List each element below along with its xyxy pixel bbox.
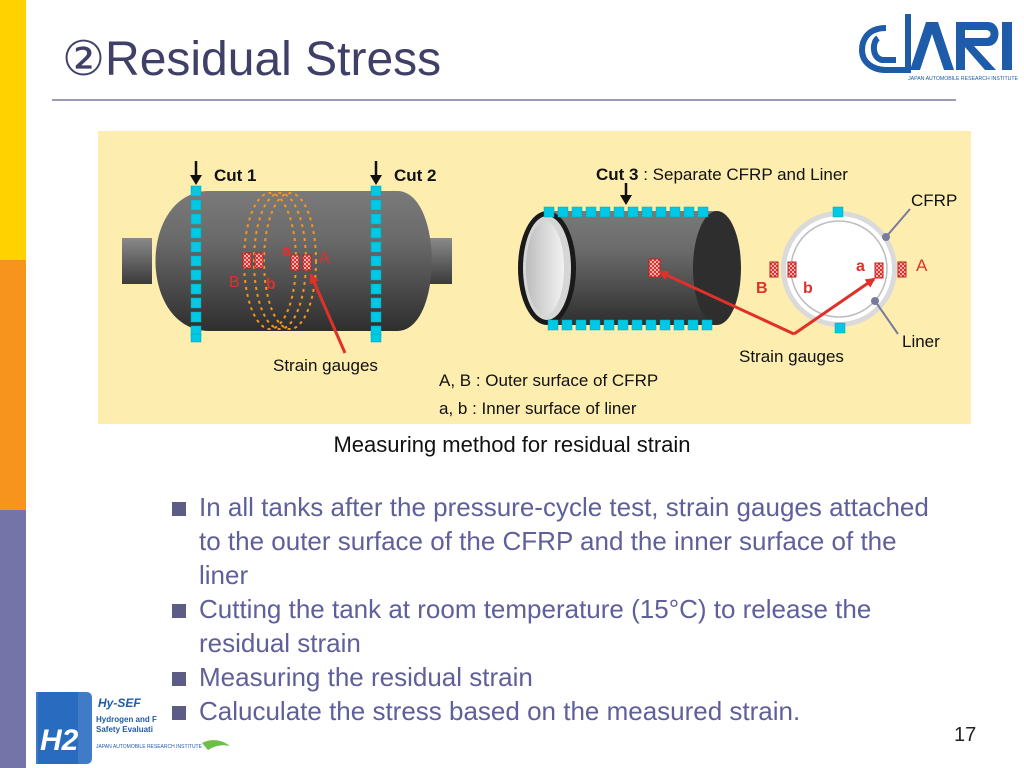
label-A-right: A — [916, 256, 928, 275]
gauge-a-right — [874, 262, 884, 279]
liner-label: Liner — [902, 332, 940, 351]
legend-outer-surface: A, B : Outer surface of CFRP — [439, 371, 658, 390]
cut3-arrow-icon — [620, 183, 632, 205]
bullet-item: Cutting the tank at room temperature (15… — [170, 592, 930, 660]
gauge-A-right — [897, 261, 907, 278]
cfrp-pointer — [885, 208, 911, 238]
bullet-text: Caluculate the stress based on the measu… — [199, 696, 801, 726]
liner-pointer — [874, 300, 899, 335]
strain-gauge-pointer-left — [309, 273, 347, 354]
cut3-title: Cut 3 — [596, 165, 639, 184]
slide-title: ②Residual Stress — [62, 30, 441, 90]
strain-gauges-label-left: Strain gauges — [273, 356, 378, 375]
segment-tick-marks-top — [543, 206, 709, 218]
label-a-left: a — [282, 243, 291, 260]
segment-tick-marks-bottom — [547, 319, 713, 331]
full-tank-illustration — [122, 191, 452, 331]
liner-pointer-dot — [871, 297, 879, 305]
cfrp-label: CFRP — [911, 191, 957, 210]
tank-cross-section — [781, 206, 897, 334]
cut2-label: Cut 2 — [394, 166, 437, 185]
left-bar-purple — [0, 510, 26, 768]
jari-logo: JAPAN AUTOMOBILE RESEARCH INSTITUTE — [858, 14, 1019, 82]
logo-tagline: JAPAN AUTOMOBILE RESEARCH INSTITUTE — [908, 76, 1018, 82]
left-bar-orange — [0, 260, 26, 510]
label-B-right: B — [756, 280, 768, 297]
gauge-segment — [648, 258, 661, 278]
cut1-arrow-icon — [190, 161, 202, 185]
cut1-label: Cut 1 — [214, 166, 257, 185]
bullet-square-icon — [172, 706, 186, 720]
cut2-arrow-icon — [370, 161, 382, 185]
left-color-bar — [0, 0, 26, 768]
label-a-right: a — [856, 258, 865, 275]
gauge-A-left — [302, 254, 312, 271]
cut3-description: : Separate CFRP and Liner — [639, 165, 849, 184]
cut1-line — [190, 185, 202, 343]
strain-gauge-pointer-cross-section — [793, 277, 876, 336]
legend-inner-surface: a, b : Inner surface of liner — [439, 399, 637, 418]
label-b-left: b — [266, 276, 276, 293]
badge-line2: Safety Evaluati — [96, 725, 153, 734]
gauge-b-left — [254, 252, 264, 269]
bullet-item: In all tanks after the pressure-cycle te… — [170, 490, 930, 592]
gauge-a-left — [290, 254, 300, 271]
badge-name: Hy-SEF — [98, 696, 141, 710]
strain-gauge-pointer-segment — [658, 270, 795, 336]
residual-strain-diagram: Cut 1 Cut 2 B b a A Strain gauges — [122, 161, 957, 418]
label-b-right: b — [803, 280, 813, 297]
badge-line1: Hydrogen and F — [96, 715, 157, 724]
bullet-text: Cutting the tank at room temperature (15… — [199, 594, 872, 658]
bullet-text: Measuring the residual strain — [199, 662, 533, 692]
gauge-B-left — [242, 252, 252, 269]
cut2-line — [370, 185, 382, 343]
bullet-text: In all tanks after the pressure-cycle te… — [199, 492, 929, 590]
diagram-caption: Measuring method for residual strain — [333, 432, 691, 457]
badge-line3: JAPAN AUTOMOBILE RESEARCH INSTITUTE — [96, 744, 203, 750]
label-B-left: B — [229, 274, 240, 291]
leaf-icon — [202, 740, 230, 750]
cut3-label: Cut 3 : Separate CFRP and Liner — [596, 165, 848, 184]
gauge-b-right — [787, 261, 797, 278]
title-text: Residual Stress — [105, 33, 442, 86]
bullet-square-icon — [172, 502, 186, 516]
cfrp-pointer-dot — [882, 233, 890, 241]
title-underline — [52, 99, 956, 101]
left-bar-yellow — [0, 0, 26, 260]
label-A-left: A — [319, 250, 330, 267]
bullet-square-icon — [172, 672, 186, 686]
bullet-item: Caluculate the stress based on the measu… — [170, 694, 930, 728]
hy-sef-logo: H2 Hy-SEF Hydrogen and F Safety Evaluati… — [36, 692, 230, 764]
title-number: ② — [62, 33, 106, 86]
strain-gauges-label-right: Strain gauges — [739, 347, 844, 366]
bullet-list: In all tanks after the pressure-cycle te… — [170, 490, 930, 728]
cut-tank-segment — [518, 211, 741, 325]
badge-h2-text: H2 — [40, 724, 79, 757]
page-number: 17 — [954, 724, 977, 746]
bullet-square-icon — [172, 604, 186, 618]
gauge-B-right — [769, 261, 779, 278]
bullet-item: Measuring the residual strain — [170, 660, 930, 694]
